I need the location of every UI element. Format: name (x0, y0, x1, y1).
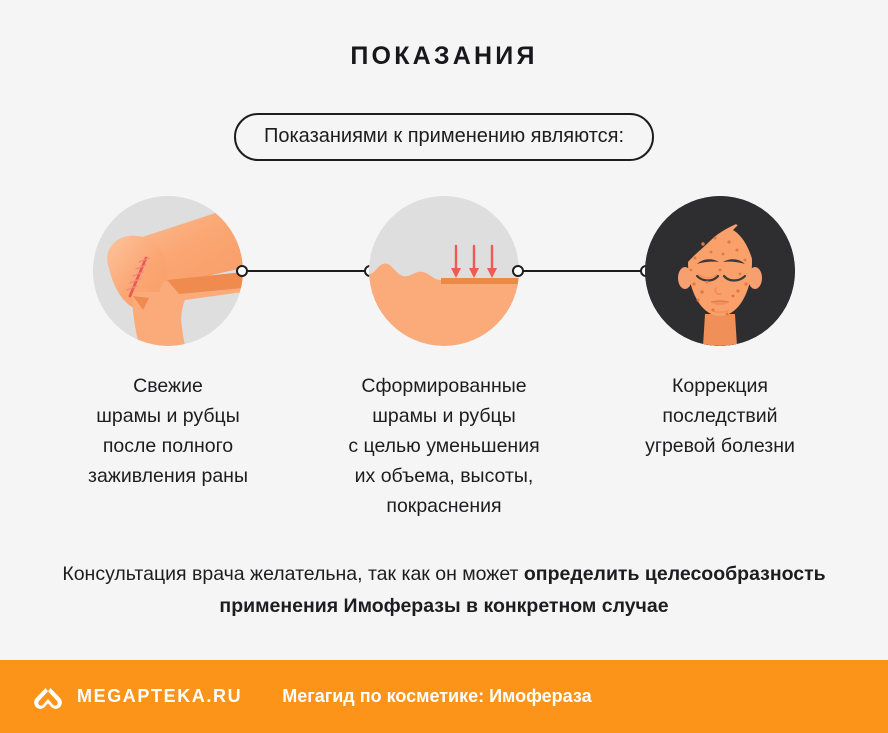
connector-2 (512, 265, 652, 277)
step-2-caption: Сформированные шрамы и рубцы с целью уме… (348, 375, 540, 517)
page-title: ПОКАЗАНИЯ (350, 42, 538, 70)
footnote: Консультация врача желательна, так как о… (44, 558, 844, 622)
connector-dot-left (236, 265, 248, 277)
connector-line (242, 270, 370, 272)
footer-bar: MEGAPTEKA.RU Мегагид по косметике: Имофе… (0, 660, 888, 733)
indications-badge: Показаниями к применению являются: (233, 113, 655, 161)
step-2-illustration-scar-flattening-arrows-icon (369, 196, 519, 346)
badge-container: Показаниями к применению являются: (0, 113, 888, 161)
connector-dot-left (512, 265, 524, 277)
step-3-illustration-face-with-acne-icon (645, 196, 795, 346)
footer-tagline: Мегагид по косметике: Имофераза (282, 686, 592, 706)
footer-brand: MEGAPTEKA.RU (77, 686, 243, 706)
step-1-illustration-knee-with-fresh-scar-icon (93, 196, 243, 346)
connector-1 (236, 265, 376, 277)
step-3-caption: Коррекция последствий угревой болезни (645, 375, 795, 457)
step-1-caption: Свежие шрамы и рубцы после полного зажив… (88, 375, 248, 487)
steps-row (0, 196, 888, 346)
megapteka-m-logo-icon (34, 687, 62, 709)
footnote-regular-text: Консультация врача желательна, так как о… (62, 563, 524, 585)
connector-line (518, 270, 646, 272)
footnote-bold-text: определить целесообразность применения И… (219, 563, 826, 617)
